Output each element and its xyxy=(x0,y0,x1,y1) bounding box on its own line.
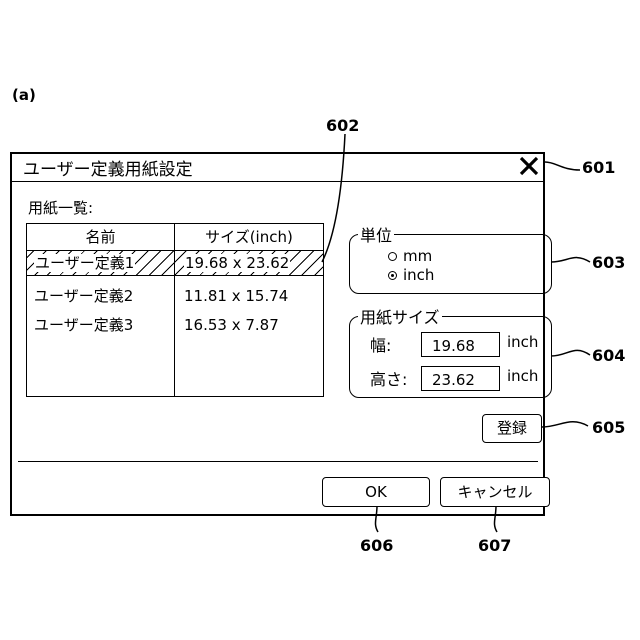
table-row-selected[interactable]: ユーザー定義1 19.68 x 23.62 xyxy=(27,250,323,276)
ref-601: 601 xyxy=(582,158,615,177)
column-header-name: 名前 xyxy=(27,226,174,247)
paper-size-group: 用紙サイズ 幅: 19.68 inch 高さ: 23.62 inch xyxy=(349,316,552,398)
title-divider xyxy=(12,181,543,182)
row-name: ユーザー定義3 xyxy=(34,316,133,334)
height-field[interactable]: 23.62 xyxy=(421,366,500,391)
ref-602: 602 xyxy=(326,116,359,135)
radio-checked-icon xyxy=(388,271,397,280)
width-field[interactable]: 19.68 xyxy=(421,332,500,357)
row-size: 16.53 x 7.87 xyxy=(184,316,279,334)
radio-unchecked-icon xyxy=(388,252,397,261)
width-label: 幅: xyxy=(370,332,391,356)
ref-606: 606 xyxy=(360,536,393,555)
figure-label: (a) xyxy=(12,86,36,104)
table-row[interactable]: ユーザー定義2 11.81 x 15.74 xyxy=(27,284,323,310)
register-button[interactable]: 登録 xyxy=(482,414,542,443)
column-divider xyxy=(174,224,175,396)
ref-605: 605 xyxy=(592,418,625,437)
unit-legend: 単位 xyxy=(358,222,394,246)
row-size: 11.81 x 15.74 xyxy=(184,287,288,305)
row-name: ユーザー定義1 xyxy=(34,254,135,272)
table-row[interactable]: ユーザー定義3 16.53 x 7.87 xyxy=(27,313,323,339)
height-label: 高さ: xyxy=(370,366,407,390)
unit-option-inch[interactable]: inch xyxy=(388,266,434,284)
unit-option-label: inch xyxy=(403,266,434,284)
dialog-title: ユーザー定義用紙設定 xyxy=(23,155,193,180)
unit-option-label: mm xyxy=(403,247,432,265)
column-header-size: サイズ(inch) xyxy=(175,226,323,247)
paper-list-caption: 用紙一覧: xyxy=(28,197,93,218)
row-size: 19.68 x 23.62 xyxy=(184,254,290,272)
width-unit: inch xyxy=(507,333,538,351)
paper-list-table: 名前 サイズ(inch) ユーザー定義1 19.68 x 23.62 ユーザー定… xyxy=(26,223,324,397)
ok-button[interactable]: OK xyxy=(322,477,430,507)
user-defined-paper-dialog: ユーザー定義用紙設定 用紙一覧: 名前 サイズ(inch) ユーザー定義1 19… xyxy=(10,152,545,516)
footer-divider xyxy=(18,461,538,462)
close-icon[interactable] xyxy=(518,155,540,177)
row-name: ユーザー定義2 xyxy=(34,287,133,305)
unit-group: 単位 mm inch xyxy=(349,234,552,294)
height-unit: inch xyxy=(507,367,538,385)
unit-option-mm[interactable]: mm xyxy=(388,247,432,265)
ref-603: 603 xyxy=(592,253,625,272)
paper-size-legend: 用紙サイズ xyxy=(358,304,442,328)
ref-607: 607 xyxy=(478,536,511,555)
ref-604: 604 xyxy=(592,346,625,365)
cancel-button[interactable]: キャンセル xyxy=(440,477,550,507)
